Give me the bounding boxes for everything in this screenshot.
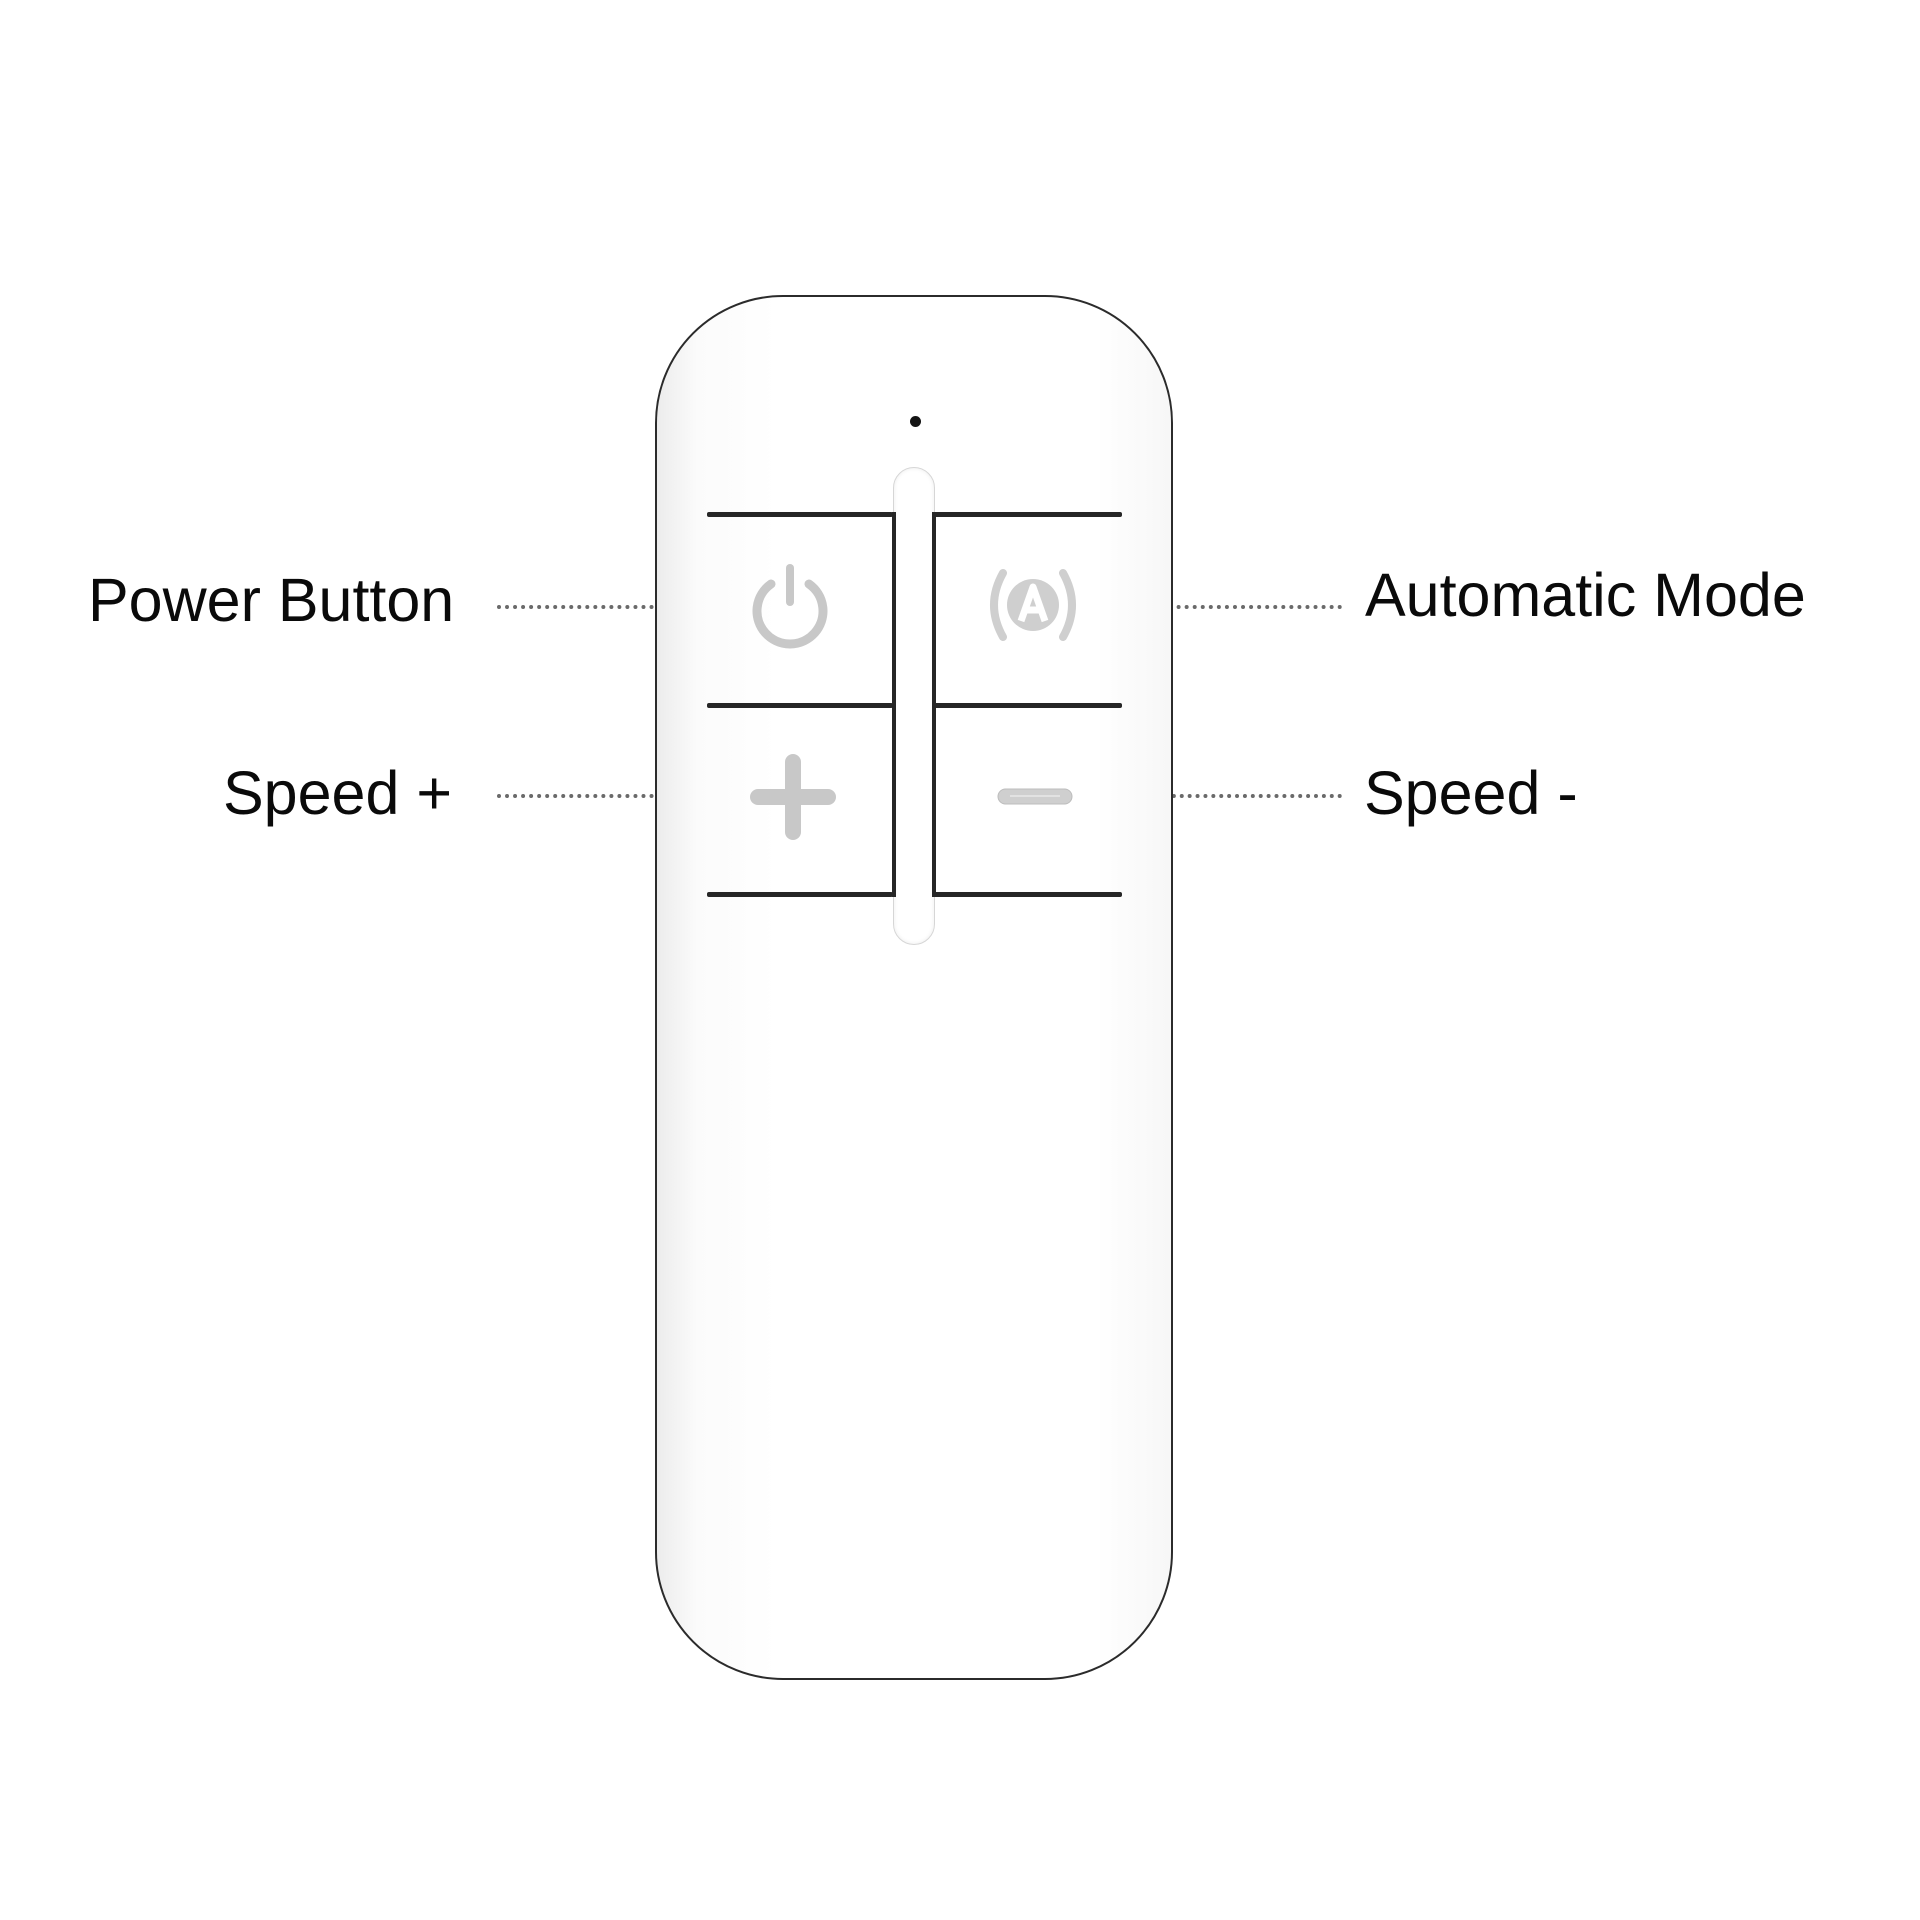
- speed-minus-button[interactable]: [990, 747, 1080, 847]
- power-button-label: Power Button: [88, 566, 455, 634]
- groove-bottom-right: [933, 892, 1122, 897]
- groove-top-right: [933, 512, 1122, 517]
- led-indicator: [910, 416, 921, 427]
- minus-icon: [997, 788, 1073, 805]
- power-icon: [752, 564, 828, 649]
- automatic-mode-leader-line: [1088, 605, 1342, 609]
- groove-top-left: [707, 512, 893, 517]
- speed-plus-label: Speed +: [223, 759, 452, 827]
- automatic-mode-button[interactable]: [983, 555, 1083, 655]
- groove-mid-left: [707, 703, 893, 708]
- auto-mode-icon: [990, 569, 1076, 641]
- speed-minus-leader-line: [1085, 794, 1342, 798]
- plus-icon: [750, 754, 836, 840]
- speed-plus-leader-line: [497, 794, 718, 798]
- center-slot: [893, 467, 935, 945]
- speed-minus-label: Speed -: [1364, 759, 1578, 827]
- slot-edge-right: [932, 512, 936, 897]
- automatic-mode-label: Automatic Mode: [1365, 561, 1806, 629]
- groove-mid-right: [933, 703, 1122, 708]
- power-leader-line: [497, 605, 718, 609]
- groove-bottom-left: [707, 892, 893, 897]
- power-button[interactable]: [740, 560, 840, 660]
- speed-plus-button[interactable]: [743, 747, 843, 847]
- slot-edge-left: [892, 512, 896, 897]
